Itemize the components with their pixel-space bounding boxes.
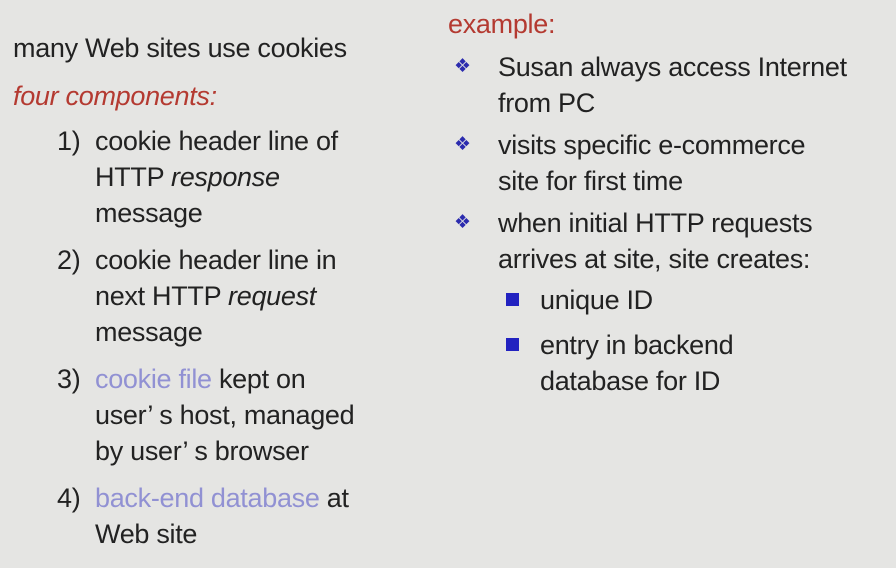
item-number: 4) — [57, 483, 81, 513]
highlighted-term-backend-database: back-end database — [95, 483, 320, 513]
text-segment: message — [95, 317, 203, 347]
square-bullet-icon — [506, 293, 519, 306]
sub-bullet-text: entry in backend database for ID — [540, 330, 734, 396]
subtitle-four-components: four components: — [13, 81, 217, 111]
text-segment: at Web site — [95, 483, 349, 549]
item-text: cookie header line of HTTP response mess… — [95, 126, 338, 228]
diamond-bullet-icon: ❖ — [454, 212, 471, 233]
bullet-item-susan: ❖ Susan always access Internet from PC — [448, 49, 894, 121]
item-number: 1) — [57, 126, 81, 156]
italic-term: request — [228, 281, 317, 311]
slide-title: many Web sites use cookies — [13, 33, 347, 63]
components-list: 1) cookie header line of HTTP response m… — [13, 123, 441, 552]
text-segment: cookie header line in next HTTP — [95, 245, 337, 311]
sub-bullet-list: unique ID entry in backend database for … — [498, 282, 894, 399]
bullet-text: visits specific e-commerce site for firs… — [498, 130, 806, 196]
text-segment: kept on user’ s host, managed by user’ s… — [95, 364, 355, 466]
bullet-item-visits: ❖ visits specific e-commerce site for fi… — [448, 127, 894, 199]
bullet-item-initial-request: ❖ when initial HTTP requests arrives at … — [448, 205, 894, 399]
item-text: cookie header line in next HTTP request … — [95, 245, 337, 347]
component-item-2: 2) cookie header line in next HTTP reque… — [13, 242, 441, 350]
left-column: many Web sites use cookies four componen… — [13, 30, 441, 563]
example-bullet-list: ❖ Susan always access Internet from PC ❖… — [448, 49, 894, 399]
diamond-bullet-icon: ❖ — [454, 56, 471, 77]
diamond-bullet-icon: ❖ — [454, 134, 471, 155]
item-number: 2) — [57, 245, 81, 275]
component-item-3: 3) cookie file kept on user’ s host, man… — [13, 361, 441, 469]
bullet-text: Susan always access Internet from PC — [498, 52, 847, 118]
highlighted-term-cookie-file: cookie file — [95, 364, 212, 394]
sub-bullet-unique-id: unique ID — [498, 282, 894, 318]
bullet-text: when initial HTTP requests arrives at si… — [498, 208, 813, 274]
component-item-4: 4) back-end database at Web site — [13, 480, 441, 552]
sub-bullet-backend-entry: entry in backend database for ID — [498, 327, 894, 399]
square-bullet-icon — [506, 338, 519, 351]
text-segment: message — [95, 198, 203, 228]
example-heading: example: — [448, 9, 556, 39]
item-text: cookie file kept on user’ s host, manage… — [95, 364, 355, 466]
text-segment: cookie header line of HTTP — [95, 126, 338, 192]
sub-bullet-text: unique ID — [540, 285, 653, 315]
item-text: back-end database at Web site — [95, 483, 349, 549]
component-item-1: 1) cookie header line of HTTP response m… — [13, 123, 441, 231]
right-column: example: ❖ Susan always access Internet … — [448, 6, 894, 408]
item-number: 3) — [57, 364, 81, 394]
italic-term: response — [171, 162, 280, 192]
